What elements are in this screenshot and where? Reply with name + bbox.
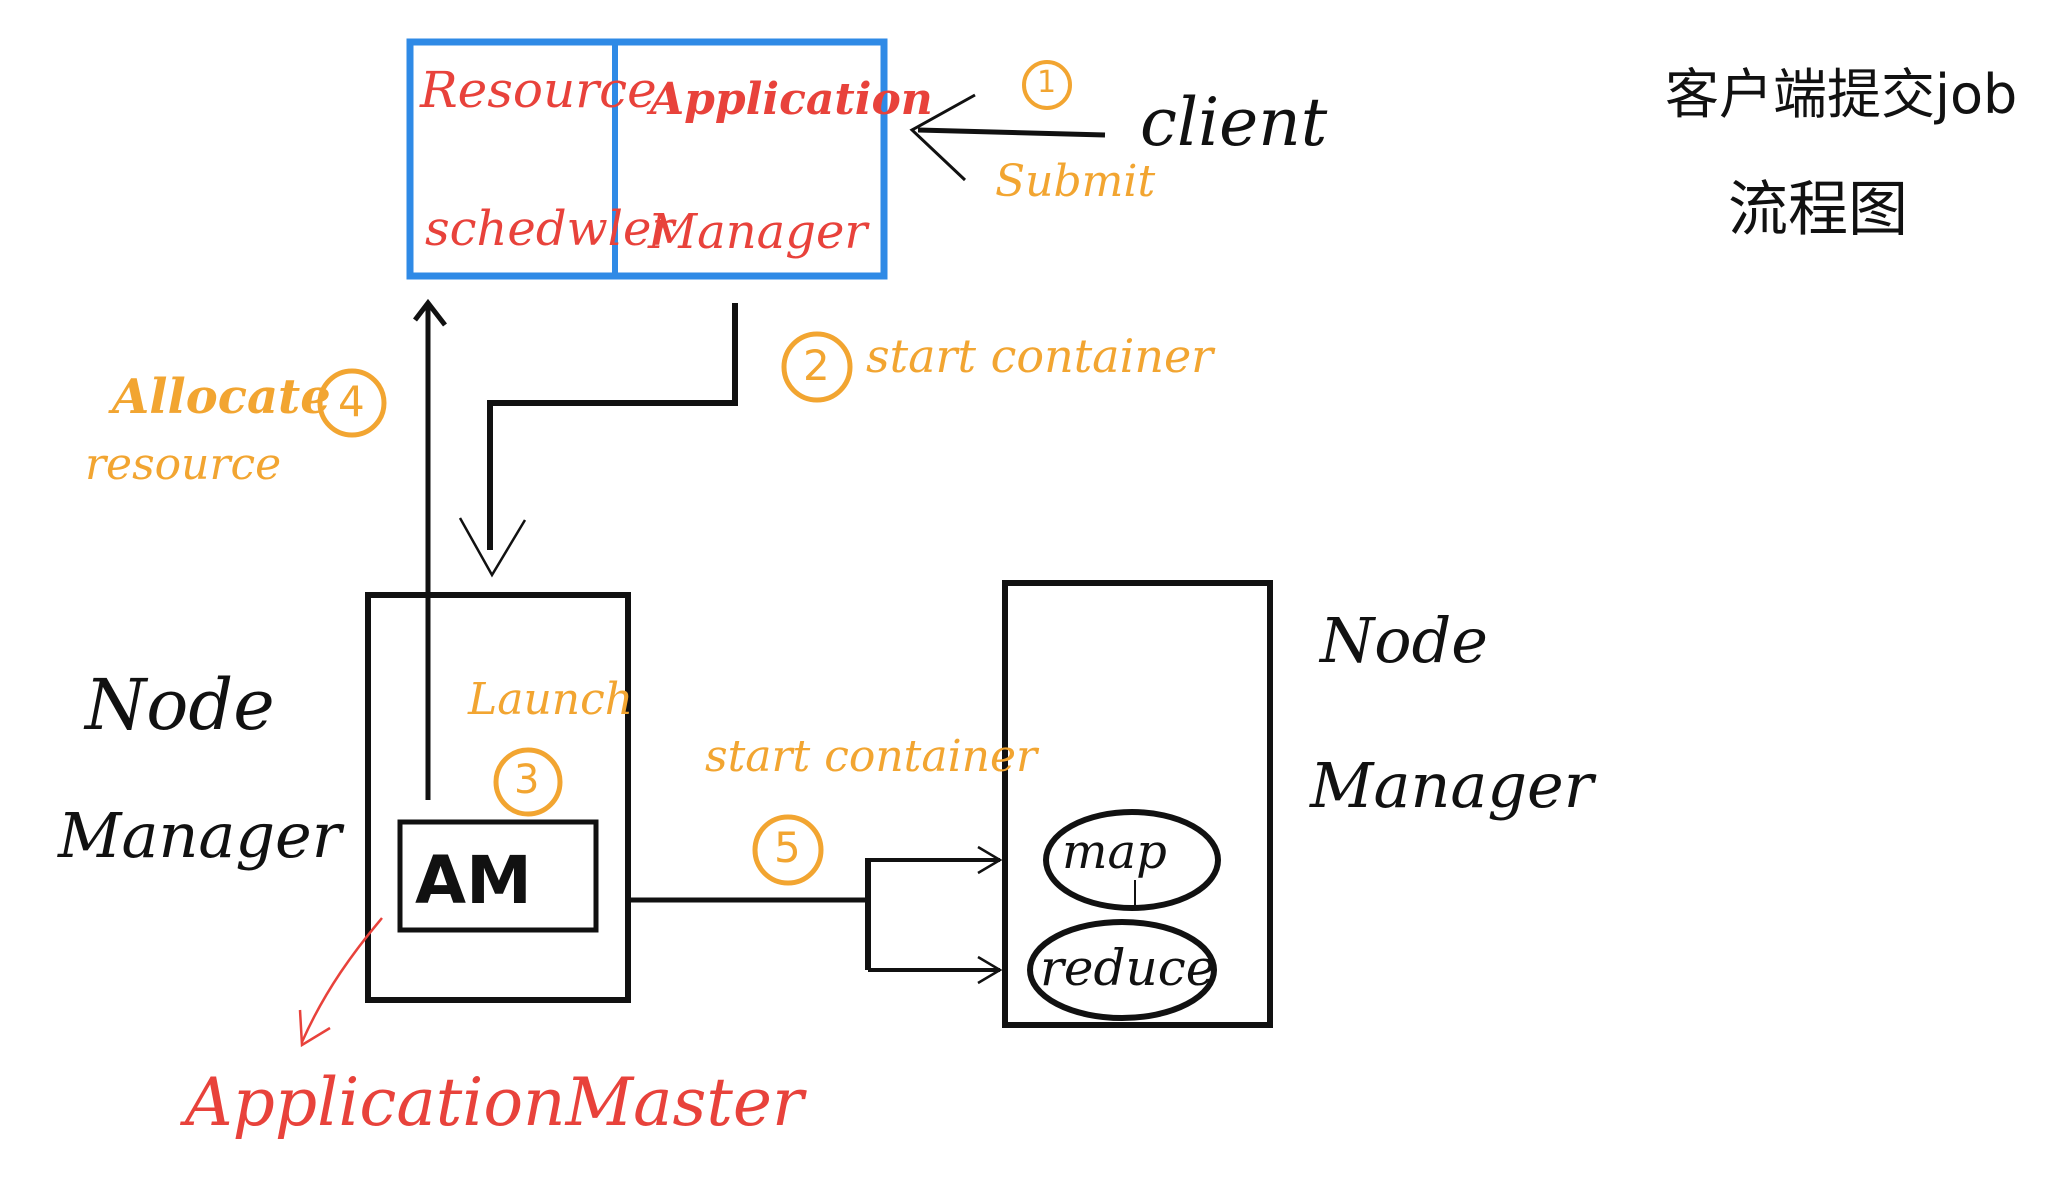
am-box [397,819,599,933]
am-callout-arrow [298,917,383,1048]
start-container-5-arrows [628,845,1003,985]
step5-number: 5 [774,823,801,872]
reduce-label: reduce [1040,939,1216,997]
left-node-manager-box [365,592,631,1003]
step4-number: 4 [338,377,365,426]
resource-scheduler-line1: Resource [420,61,657,119]
step3-number: 3 [514,757,540,803]
left-node-label: Node [85,664,275,746]
right-node-manager-box [1002,580,1273,1028]
step3-circle [493,747,563,817]
application-manager-line2: Manager [648,204,868,260]
map-label: map [1062,824,1167,880]
launch-label: Launch [468,674,634,725]
application-manager-line1: Application [650,74,933,125]
am-label: AM [415,842,532,919]
title-line1: 客户端提交job [1665,63,2018,126]
allocate-label: Allocate [112,369,331,425]
resource-label: resource [85,439,282,490]
step5-circle [752,814,824,886]
right-node-label: Node [1320,604,1488,677]
step4-circle [317,368,387,438]
step2-circle [781,331,853,403]
submit-label: Submit [995,156,1156,207]
step2-number: 2 [803,341,830,390]
left-manager-label: Manager [58,799,342,872]
resource-scheduler-line2: schedwler [425,201,675,257]
submit-arrow [909,93,1106,182]
right-manager-label: Manager [1310,749,1594,822]
application-master-label: ApplicationMaster [185,1064,804,1141]
start-container-label: start container [866,329,1214,383]
start-container-5-label: start container [705,731,1038,782]
step1-number: 1 [1037,65,1057,100]
resource-manager-box [406,38,888,280]
start-container-arrow [458,303,738,578]
step1-circle [1022,60,1072,110]
allocate-resource-arrow [413,298,447,800]
reduce-task-ellipse [1027,919,1217,1021]
map-task-ellipse [1043,809,1221,911]
title-line2: 流程图 [1728,175,1908,245]
client-label: client [1140,84,1328,161]
